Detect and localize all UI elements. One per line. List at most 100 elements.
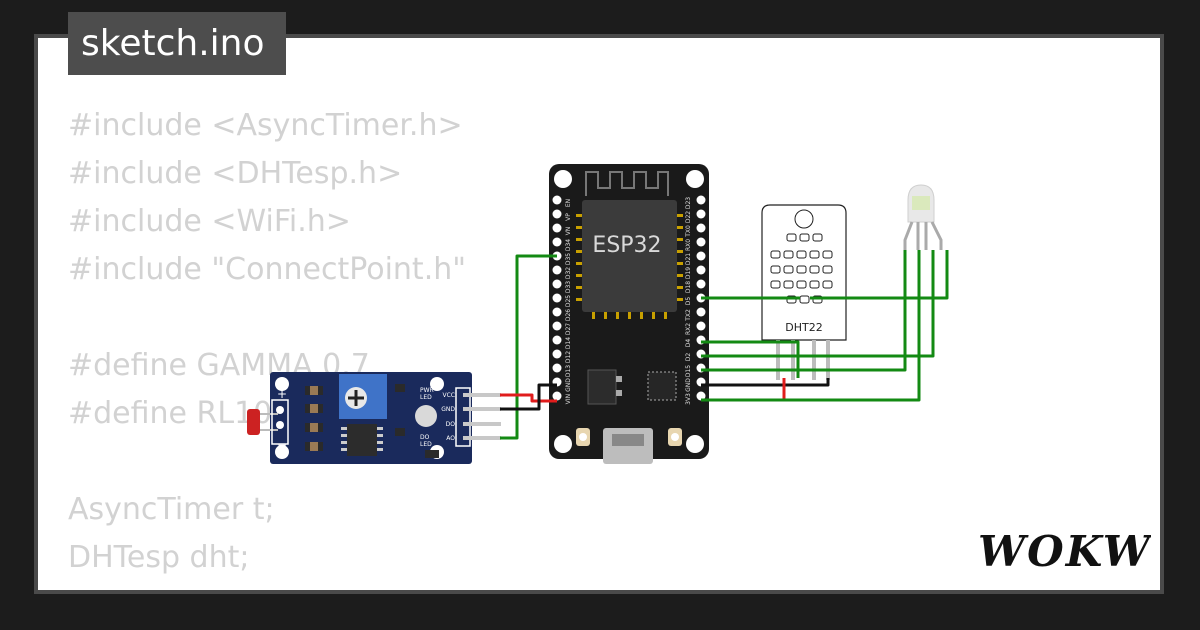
indicator-led bbox=[415, 405, 437, 427]
code-line: #include <DHTesp.h> bbox=[68, 156, 403, 191]
pin-hole bbox=[552, 195, 562, 205]
module-pin-label: DO bbox=[446, 421, 456, 428]
file-tab[interactable]: sketch.ino bbox=[68, 12, 286, 75]
pin-label: D23 bbox=[685, 197, 692, 209]
usb-chip bbox=[647, 371, 677, 401]
pin-label: D34 bbox=[565, 239, 572, 251]
wire-3v3-dht bbox=[701, 378, 786, 402]
code-line: #include <WiFi.h> bbox=[68, 204, 351, 239]
pin-hole bbox=[552, 279, 562, 289]
pin-hole bbox=[552, 223, 562, 233]
code-editor[interactable]: #include <AsyncTimer.h> #include <DHTesp… bbox=[68, 102, 466, 582]
wire-d4 bbox=[701, 340, 800, 378]
wokwi-logo-text: WOKWi bbox=[978, 527, 1151, 576]
module-pads bbox=[576, 214, 683, 319]
wokwi-logo: WOKWi bbox=[978, 527, 1151, 576]
pin-label: D14 bbox=[565, 337, 572, 349]
pin-label: RX2 bbox=[685, 323, 692, 335]
wire-d15-rgb bbox=[701, 250, 907, 372]
comparator-chip bbox=[341, 424, 383, 456]
reset-button[interactable] bbox=[668, 428, 682, 446]
wires bbox=[500, 250, 949, 440]
code-line: #define GAMMA 0.7 bbox=[68, 348, 370, 383]
code-line: DHTesp dht; bbox=[68, 540, 250, 575]
pin-label: D32 bbox=[565, 267, 572, 279]
pin-label: D25 bbox=[565, 295, 572, 307]
pin-hole bbox=[696, 279, 706, 289]
pin-hole bbox=[696, 321, 706, 331]
voltage-regulator bbox=[587, 369, 617, 405]
module-pins bbox=[463, 393, 501, 440]
pin-hole bbox=[552, 321, 562, 331]
pin-label: D4 bbox=[685, 339, 692, 348]
dht22-pins bbox=[776, 340, 830, 380]
pin-hole bbox=[552, 335, 562, 345]
right-pin-labels: D23 D22 TX0 RX0 D21 D19 D18 D5 TX2 RX2 D… bbox=[685, 197, 692, 405]
dht22-sensor[interactable]: DHT22 bbox=[761, 204, 847, 380]
pin-label: D35 bbox=[565, 253, 572, 265]
pin-label: D26 bbox=[565, 309, 572, 321]
pin-label: D15 bbox=[685, 365, 692, 377]
pin-hole bbox=[696, 223, 706, 233]
do-led-label: LED bbox=[420, 441, 432, 448]
pin-label: D13 bbox=[565, 365, 572, 377]
dht22-label: DHT22 bbox=[785, 321, 822, 334]
module-pin-label: GND bbox=[441, 406, 455, 413]
pin-label: D22 bbox=[685, 211, 692, 223]
left-pin-labels: EN VP VN D34 D35 D32 D33 D25 D26 D27 D14… bbox=[565, 199, 572, 404]
code-line: AsyncTimer t; bbox=[68, 492, 275, 527]
pin-label: EN bbox=[565, 199, 572, 207]
pin-hole bbox=[696, 251, 706, 261]
pin-hole bbox=[552, 391, 562, 401]
pin-hole bbox=[696, 237, 706, 247]
smd-resistors bbox=[305, 386, 323, 451]
pin-label: 3V3 bbox=[685, 393, 692, 405]
pin-label: D21 bbox=[685, 253, 692, 265]
pin-label: TX0 bbox=[685, 225, 692, 238]
pin-label: TX2 bbox=[685, 309, 692, 322]
left-pin-header bbox=[552, 195, 562, 401]
pin-hole bbox=[696, 391, 706, 401]
pin-hole bbox=[552, 265, 562, 275]
pin-hole bbox=[552, 209, 562, 219]
pin-hole bbox=[552, 307, 562, 317]
wire-ao-d35 bbox=[500, 254, 557, 440]
code-line: #include <AsyncTimer.h> bbox=[68, 108, 463, 143]
pin-label: D12 bbox=[565, 351, 572, 363]
wire-gnd-dht bbox=[701, 378, 830, 387]
module-pin-label: VCC bbox=[443, 392, 455, 399]
pin-label: D5 bbox=[685, 297, 692, 306]
pin-hole bbox=[696, 265, 706, 275]
pin-hole bbox=[696, 307, 706, 317]
pin-label: VIN bbox=[565, 394, 572, 404]
wire-d2-rgb bbox=[701, 250, 935, 358]
pwr-led-label: LED bbox=[420, 394, 432, 401]
wire-gnd-gnd bbox=[500, 383, 557, 411]
pin-label: GND bbox=[685, 378, 692, 392]
pin-label: GND bbox=[565, 378, 572, 392]
rgb-led[interactable] bbox=[903, 184, 943, 250]
module-pin-label: AO bbox=[446, 435, 455, 442]
pin-label: D33 bbox=[565, 281, 572, 293]
pin-label: RX0 bbox=[685, 239, 692, 251]
wire-vcc-vin bbox=[500, 393, 557, 403]
light-sensor-module[interactable]: + − PWR LED bbox=[247, 372, 501, 464]
pin-label: D2 bbox=[685, 353, 692, 362]
esp32-module bbox=[582, 200, 677, 312]
pwr-led-label: PWR bbox=[420, 387, 434, 394]
wire-d5-rgb bbox=[810, 250, 949, 300]
right-pin-header bbox=[696, 195, 706, 401]
pin-label: VN bbox=[565, 227, 572, 236]
minus-label: − bbox=[277, 438, 287, 452]
esp32-board[interactable]: ESP32 bbox=[549, 164, 709, 464]
pin-label: VP bbox=[565, 213, 572, 221]
pin-hole bbox=[552, 349, 562, 359]
board-label: ESP32 bbox=[592, 233, 661, 258]
pin-label: D18 bbox=[685, 281, 692, 293]
pin-hole bbox=[696, 209, 706, 219]
potentiometer[interactable] bbox=[339, 374, 387, 419]
pin-hole bbox=[696, 195, 706, 205]
boot-button[interactable] bbox=[576, 428, 590, 446]
pin-label: D19 bbox=[685, 267, 692, 279]
plus-label: + bbox=[277, 387, 287, 401]
